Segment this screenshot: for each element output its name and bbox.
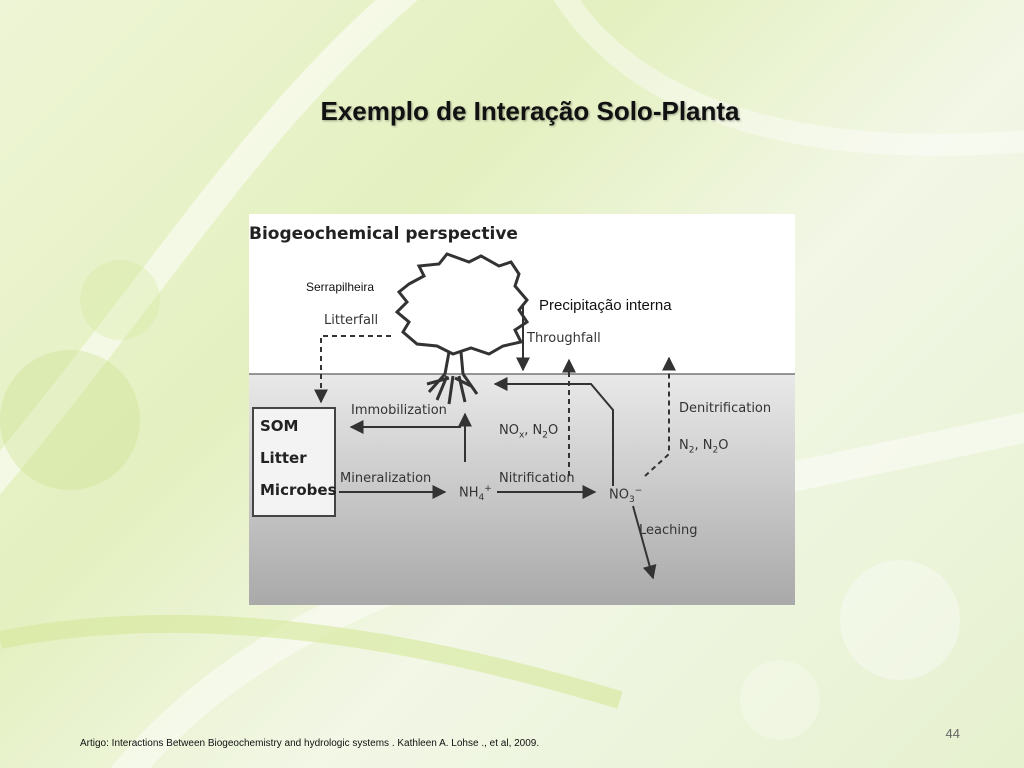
no3-label: NO3− xyxy=(609,486,643,505)
figure-panel: Biogeochemical perspective Serrapilheira… xyxy=(249,214,795,605)
no3-uptake-arrow xyxy=(493,377,614,486)
litter-label: Litter xyxy=(260,449,307,467)
nitrification-label: Nitrification xyxy=(499,471,575,486)
som-pool-box: SOM Litter Microbes xyxy=(252,407,337,517)
precipitacao-note: Precipitação interna xyxy=(539,297,672,314)
nh4-label: NH4+ xyxy=(459,484,492,503)
n2-n2o-label: N2, N2O xyxy=(679,438,729,456)
leaching-label: Leaching xyxy=(639,523,698,538)
tree-roots xyxy=(426,373,479,405)
immobilization-label: Immobilization xyxy=(351,403,447,418)
litterfall-label: Litterfall xyxy=(324,313,379,328)
serrapilheira-note: Serrapilheira xyxy=(306,280,375,294)
denitrification-arrow xyxy=(644,356,676,477)
denitrification-label: Denitrification xyxy=(679,401,772,416)
nox-n2o-label: NOx, N2O xyxy=(499,423,559,441)
soil-layer xyxy=(249,374,795,605)
leaching-arrow xyxy=(632,505,657,580)
reference-footer: Artigo: Interactions Between Biogeochemi… xyxy=(80,738,540,749)
som-label: SOM xyxy=(260,417,299,435)
tree-trunk xyxy=(443,351,465,375)
microbes-label: Microbes xyxy=(260,481,337,499)
mineralization-label: Mineralization xyxy=(340,471,432,486)
page-number: 44 xyxy=(945,726,960,741)
slide-title: Exemplo de Interação Solo-Planta xyxy=(320,96,740,126)
tree-canopy xyxy=(394,252,530,356)
figure-title: Biogeochemical perspective xyxy=(249,224,518,244)
figure-diagram xyxy=(249,252,795,605)
throughfall-label: Throughfall xyxy=(527,331,601,346)
